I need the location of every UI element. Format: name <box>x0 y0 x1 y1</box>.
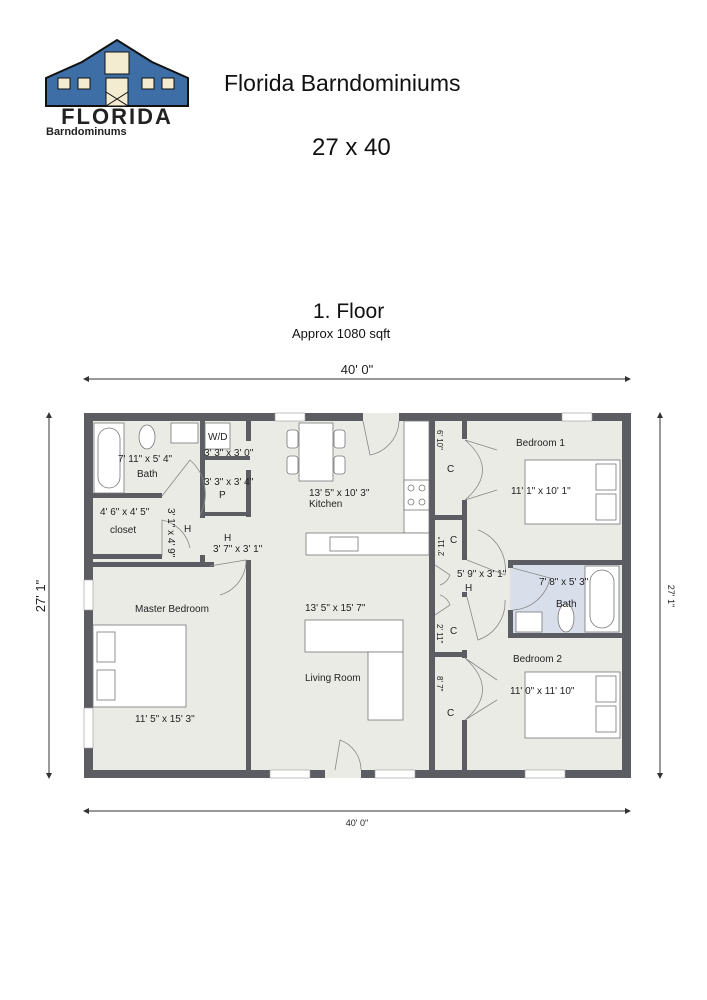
door-swing <box>512 567 551 611</box>
bathtub-basin <box>97 427 121 489</box>
door-swing <box>161 459 206 516</box>
living-dim: 13' 5" x 15' 7" <box>305 603 366 614</box>
sink-2 <box>515 611 543 633</box>
bath2-dim: 7' 8" x 5' 3" <box>539 577 589 588</box>
door-swing <box>466 596 506 641</box>
window <box>374 769 416 779</box>
closet-name: closet <box>110 525 136 536</box>
toilet <box>138 424 156 450</box>
c1-name: C <box>447 464 454 475</box>
pantry-dim: 3' 3" x 3' 4" <box>204 477 254 488</box>
door-swing <box>362 420 400 456</box>
door-swing <box>209 559 247 596</box>
window <box>83 579 94 611</box>
door-swing <box>434 564 451 586</box>
door-swing <box>161 519 191 556</box>
chair <box>333 455 346 475</box>
wd-name: W/D <box>208 432 227 443</box>
bed2-dim: 11' 0" x 11' 10" <box>510 686 575 697</box>
window <box>561 412 593 422</box>
dim-bottom: 40' 0" <box>346 818 368 828</box>
dim-top: 40' 0" <box>341 362 374 377</box>
window <box>269 769 311 779</box>
master-name: Master Bedroom <box>135 604 209 615</box>
hall2-dim: 3' 7" x 3' 1" <box>213 544 263 555</box>
logo: FLORIDA Barndominums <box>45 38 189 136</box>
kitchen-name: Kitchen <box>309 499 342 510</box>
kitchen-dim: 13' 5" x 10' 3" <box>309 488 370 499</box>
c4-name: C <box>447 708 454 719</box>
window <box>83 707 94 749</box>
c1-dim: 6' 10" <box>435 430 444 450</box>
toilet-2 <box>557 603 575 633</box>
master-dim: 11' 5" x 15' 3" <box>135 714 195 725</box>
window <box>524 769 566 779</box>
sofa <box>304 619 404 653</box>
bath2-name: Bath <box>556 599 577 610</box>
svg-text:Barndominums: Barndominums <box>46 126 127 136</box>
c4-dim: 8' 7" <box>435 676 444 692</box>
bath1-name: Bath <box>137 469 158 480</box>
door-swing <box>434 594 451 616</box>
bed1-name: Bedroom 1 <box>516 438 565 449</box>
washer-dryer <box>204 422 231 450</box>
door-swing <box>464 439 498 501</box>
kitchen-counter <box>403 420 430 534</box>
svg-text:FLORIDA: FLORIDA <box>61 104 173 129</box>
c3-dim: 2' 11" <box>435 624 444 644</box>
wd-dim: 3' 3" x 3' 0" <box>204 448 254 459</box>
c3-name: C <box>450 626 457 637</box>
kitchen-sink <box>329 536 359 552</box>
dim-right: 27' 1" <box>666 585 676 607</box>
sink <box>170 422 199 444</box>
kitchen-island <box>305 532 430 556</box>
hall2-name: H <box>224 533 231 544</box>
entry-door-gap <box>363 413 399 421</box>
bed2-name: Bedroom 2 <box>513 654 562 665</box>
door-swing <box>334 739 362 771</box>
chair <box>286 455 299 475</box>
dim-left: 27' 1" <box>33 579 48 612</box>
floor-title: 1. Floor <box>313 300 385 323</box>
bed1-dim: 11' 1" x 10' 1" <box>511 486 571 497</box>
floor-area: Approx 1080 sqft <box>292 326 391 341</box>
chair <box>286 429 299 449</box>
bath1-dim: 7' 11" x 5' 4" <box>118 454 173 465</box>
living-name: Living Room <box>305 673 361 684</box>
chair <box>333 429 346 449</box>
dining-table <box>298 422 334 482</box>
c2-dim: 2' 11" <box>437 536 446 556</box>
c2-name: C <box>450 535 457 546</box>
door-swing <box>464 657 498 721</box>
plan-size: 27 x 40 <box>312 134 391 161</box>
closet-dim: 4' 6" x 4' 5" <box>100 507 150 518</box>
pantry-name: P <box>219 490 226 501</box>
hall1-dim: 3' 1" x 4' 9" <box>165 508 176 558</box>
hall1-name: H <box>184 524 191 535</box>
company-name: Florida Barndominiums <box>224 70 461 96</box>
stove <box>403 479 430 511</box>
sofa-chaise <box>367 651 404 721</box>
window <box>274 412 306 422</box>
hall3-name: H <box>465 583 472 594</box>
front-door-gap <box>325 770 361 778</box>
door-swing <box>466 529 506 576</box>
hall3-dim: 5' 9" x 3' 1" <box>457 569 507 580</box>
